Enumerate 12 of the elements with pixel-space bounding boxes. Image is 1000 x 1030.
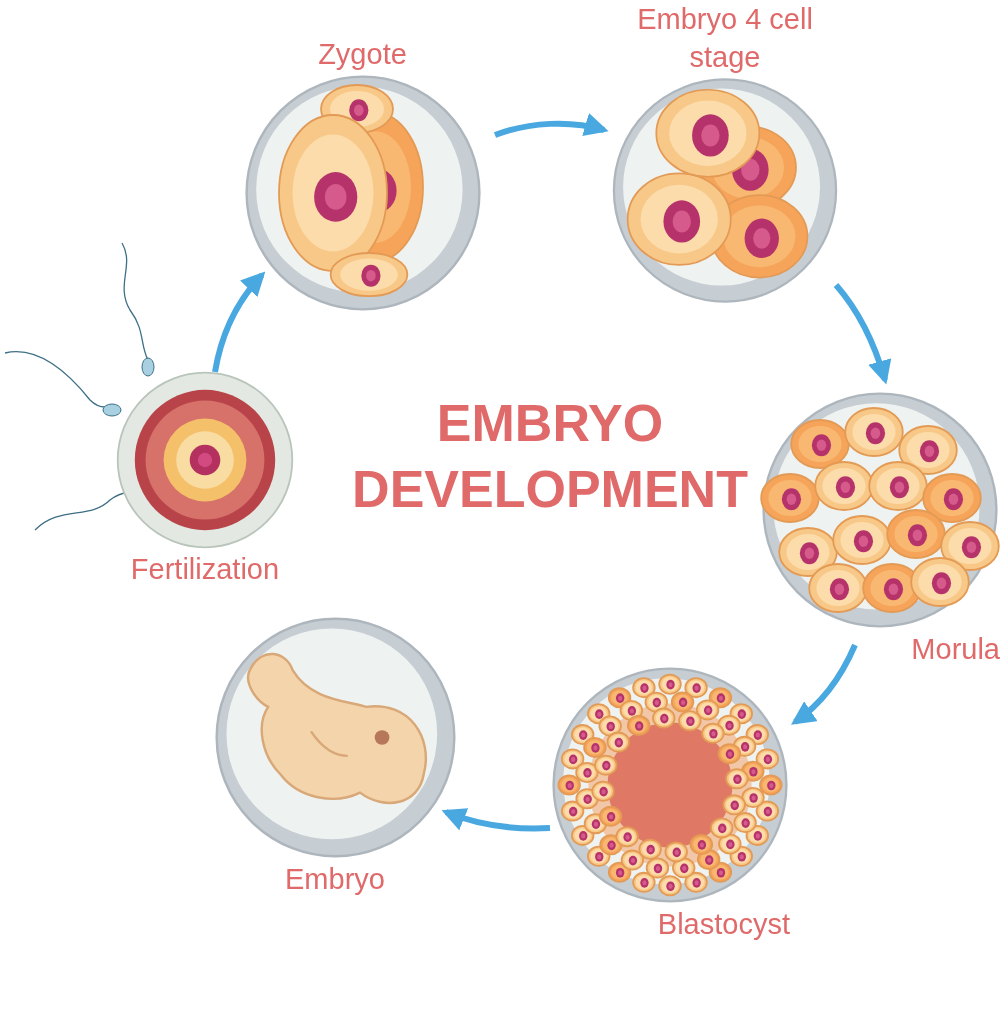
stage-label: Embryo — [285, 862, 385, 897]
arrow — [494, 113, 609, 138]
arrow — [791, 643, 858, 725]
stage-label: Blastocyst — [657, 907, 790, 942]
arrow — [212, 271, 266, 373]
arrow — [833, 283, 891, 385]
arrow — [441, 807, 551, 832]
stage-label: Morula — [911, 632, 1000, 667]
stage-label: Zygote — [318, 37, 407, 72]
stage-label: Fertilization — [130, 552, 280, 587]
stage-label: Embryo 4 cell stage — [636, 2, 814, 75]
title: EMBRYO DEVELOPMENT — [351, 393, 749, 520]
